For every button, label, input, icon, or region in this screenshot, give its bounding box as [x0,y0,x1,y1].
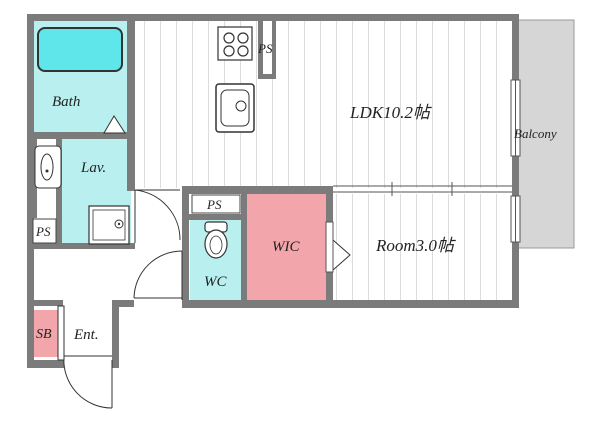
wic-label: WIC [272,239,300,255]
bathtub [37,27,123,72]
bath-label: Bath [52,94,80,110]
entrance-threshold [57,305,65,361]
kitchen-sink-icon [215,83,255,133]
balcony-area [517,19,575,249]
kitchen-ps-label: PS [257,41,273,56]
wic-room [246,194,326,300]
ldk-floor [131,20,516,188]
shoe-box-label: SB [36,327,52,342]
room-floor [333,194,516,300]
ps-box-lavatory [32,218,57,244]
kitchen-stove-icon [217,26,253,61]
wc-label: WC [204,274,227,290]
washbasin [34,145,62,189]
doors [63,189,183,409]
ldk-label: LDK10.2帖 [349,103,433,122]
room-label: Room3.0帖 [375,236,457,255]
wc-ps-label: PS [206,197,222,212]
lavatory-ps-label: PS [35,224,51,239]
balcony-windows [510,79,521,243]
washing-machine-pan [88,205,130,245]
balcony-label: Balcony [514,126,557,141]
toilet-icon [204,221,228,259]
shoe-box [33,310,58,357]
thin-partitions [333,182,512,196]
washbasin-bowl [40,153,54,181]
bath-door-icon [103,115,126,134]
ps-box-wc [191,194,241,214]
entrance-label: Ent. [73,327,99,343]
lavatory-label: Lav. [80,160,106,176]
outer-walls [27,14,519,368]
